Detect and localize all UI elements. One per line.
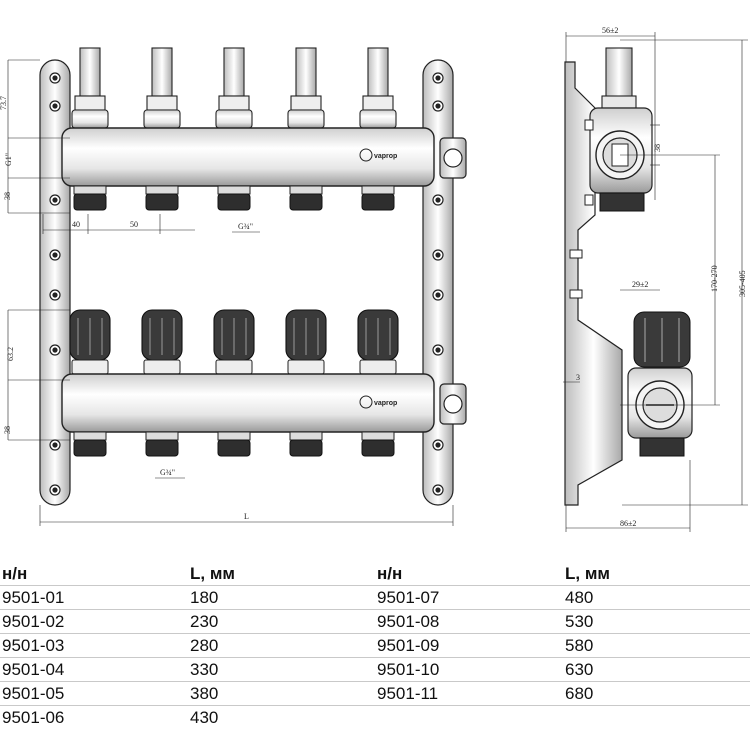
cell-model: [375, 705, 563, 729]
cell-length: 280: [188, 633, 375, 658]
cell-model: 9501-09: [375, 633, 563, 658]
flow-meter-tube: [151, 47, 173, 97]
flow-meter-nut: [362, 95, 394, 111]
dim-side-height-a: 38: [653, 144, 662, 152]
brand-text-top: vaprop: [374, 153, 397, 160]
cell-length: 330: [188, 657, 375, 682]
cell-length: 630: [563, 657, 750, 682]
outlet-fitting: [217, 193, 251, 211]
manifold-technical-drawing: vaprop vaprop 73.7 G1" 38 40 50 G¾" 63.2…: [0, 26, 748, 532]
flow-meter-nut: [74, 95, 106, 111]
cell-model: 9501-04: [0, 657, 188, 682]
outlet-fitting: [361, 193, 395, 211]
cell-length: [563, 705, 750, 729]
dim-pitch: 50: [130, 220, 138, 229]
cell-model: 9501-07: [375, 585, 563, 610]
outlet-fitting: [289, 193, 323, 211]
cell-model: 9501-03: [0, 633, 188, 658]
cell-length: 480: [563, 585, 750, 610]
cell-length: 580: [563, 633, 750, 658]
dim-side-top-width: 56±2: [602, 26, 618, 35]
outlet-fitting: [217, 439, 251, 457]
table-header-row: н/н L, мм н/н L, мм: [0, 562, 750, 586]
cell-model: 9501-06: [0, 705, 188, 729]
brand-logo-top: vaprop: [359, 148, 397, 162]
outlet-fitting: [73, 439, 107, 457]
outlet-fitting: [145, 439, 179, 457]
flow-meter-tube: [223, 47, 245, 97]
header-length-1: L, мм: [190, 563, 235, 583]
dim-lower-height: 63.2: [6, 347, 15, 361]
dim-side-offset: 29±2: [632, 280, 648, 289]
header-model-1: н/н: [2, 563, 28, 583]
cell-model: 9501-08: [375, 609, 563, 634]
dim-top-height: 73.7: [0, 96, 8, 110]
flow-meter-base: [359, 109, 397, 129]
cell-model: 9501-10: [375, 657, 563, 682]
dim-bar-height-bottom: 38: [3, 426, 12, 434]
cell-length: 680: [563, 681, 750, 706]
outlet-fitting: [73, 193, 107, 211]
dim-bar-height-top: 38: [3, 192, 12, 200]
cell-length: 380: [188, 681, 375, 706]
dim-length: L: [244, 512, 249, 521]
dim-side-height-c: 305-405: [738, 270, 747, 297]
cell-model: 9501-02: [0, 609, 188, 634]
dim-side-plate: 3: [576, 373, 580, 382]
outlet-fitting: [289, 439, 323, 457]
flow-meter-nut: [146, 95, 178, 111]
cell-length: 530: [563, 609, 750, 634]
side-view: [564, 47, 693, 506]
cell-model: 9501-05: [0, 681, 188, 706]
dim-outlet-thread-top: G¾": [238, 222, 253, 231]
dim-outlet-thread-bottom: G¾": [160, 468, 175, 477]
outlet-fitting: [361, 439, 395, 457]
header-length-2: L, мм: [565, 563, 610, 583]
cell-length: 230: [188, 609, 375, 634]
outlet-fitting: [145, 193, 179, 211]
dim-pitch-left: 40: [72, 220, 80, 229]
right-bracket: [422, 59, 454, 506]
flow-meter-base: [287, 109, 325, 129]
header-model-2: н/н: [377, 563, 403, 583]
left-bracket: [39, 59, 71, 506]
flow-meter-tube: [295, 47, 317, 97]
brand-text-bottom: vaprop: [374, 400, 397, 407]
brand-logo-bottom: vaprop: [359, 395, 397, 409]
cell-model: 9501-01: [0, 585, 188, 610]
cell-length: 430: [188, 705, 375, 729]
dim-side-bottom-width: 86±2: [620, 519, 636, 528]
flow-meter-tube: [367, 47, 389, 97]
flow-meter-base: [71, 109, 109, 129]
flow-meter-tube: [79, 47, 101, 97]
dim-thread-top: G1": [4, 153, 13, 166]
flow-meter-nut: [290, 95, 322, 111]
dim-side-height-b: 170-270: [710, 265, 719, 292]
cell-length: 180: [188, 585, 375, 610]
cell-model: 9501-11: [375, 681, 563, 706]
flow-meter-base: [215, 109, 253, 129]
flow-meter-base: [143, 109, 181, 129]
flow-meter-nut: [218, 95, 250, 111]
